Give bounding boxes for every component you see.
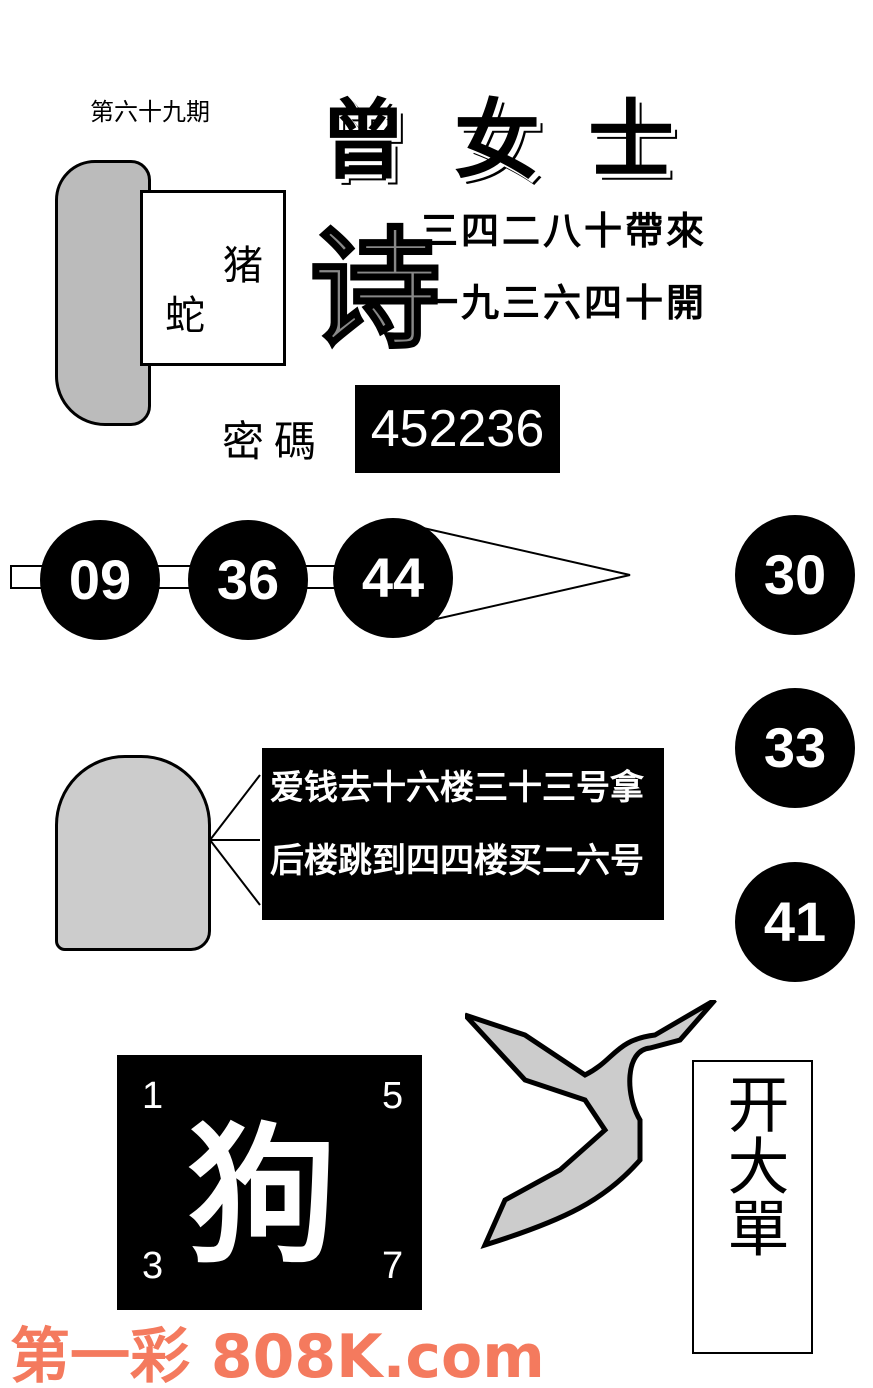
password-label: 密碼 <box>222 417 327 466</box>
vertical-text: 开大單 <box>716 1072 790 1258</box>
number-ball: 09 <box>40 520 160 640</box>
number-ball: 36 <box>188 520 308 640</box>
watermark: 第一彩 808K.com <box>10 1322 545 1388</box>
poem-line-1: 三四二八十帶來 <box>420 208 708 253</box>
dog-number: 3 <box>142 1245 164 1287</box>
poem-label: 诗 <box>308 212 441 368</box>
zodiac-snake: 蛇 <box>165 293 205 339</box>
issue-number: 第六十九期 <box>90 98 210 126</box>
side-ball: 41 <box>735 862 855 982</box>
speech-line-1: 爱钱去十六楼三十三号拿 <box>270 768 644 808</box>
dog-number: 1 <box>142 1075 164 1117</box>
zodiac-card: 猪 蛇 <box>140 190 286 366</box>
dog-number: 5 <box>382 1075 404 1117</box>
poem-line-2: 一九三六四十開 <box>420 280 708 325</box>
side-ball: 33 <box>735 688 855 808</box>
speech-box: 爱钱去十六楼三十三号拿 后楼跳到四四楼买二六号 <box>262 748 664 920</box>
phone-handset-icon <box>55 160 151 426</box>
speech-line-2: 后楼跳到四四楼买二六号 <box>270 841 644 881</box>
side-ball: 30 <box>735 515 855 635</box>
speech-arrows-icon <box>209 774 261 906</box>
vertical-text-box: 开大單 <box>692 1060 813 1354</box>
password-value: 452236 <box>355 385 560 473</box>
dog-number: 7 <box>382 1245 404 1287</box>
page-title: 曾女士 <box>320 90 722 191</box>
zodiac-pig: 猪 <box>223 243 263 289</box>
number-ball: 44 <box>333 518 453 638</box>
dog-character: 狗 <box>187 1108 338 1284</box>
dog-box: 1 5 3 7 狗 <box>117 1055 422 1310</box>
dove-icon <box>465 1000 717 1250</box>
speaking-head-icon <box>55 755 211 951</box>
